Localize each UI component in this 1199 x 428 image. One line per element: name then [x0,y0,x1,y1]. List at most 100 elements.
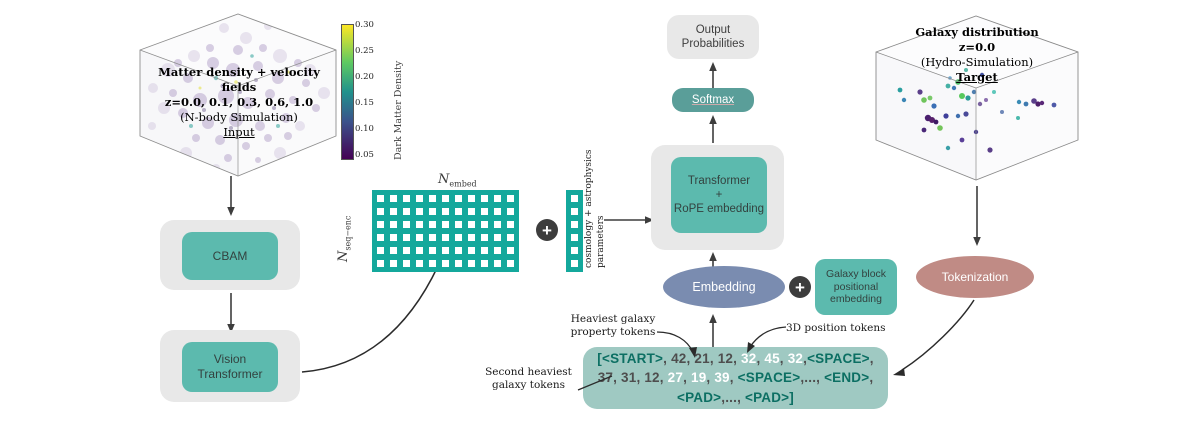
galaxy-block-positional-embedding-box[interactable]: Galaxy block positional embedding [815,259,897,315]
token: 45 [764,350,780,366]
tick-4: 0.10 [355,124,374,134]
galaxy-distribution-panel [862,8,1092,188]
output-line2: Probabilities [681,38,745,50]
grid-cell [401,258,412,269]
grid-cell [440,232,451,243]
grid-cell [401,245,412,256]
token: , [709,350,718,366]
grid-cell [388,232,399,243]
parameter-column-label2: parameters [596,215,649,278]
param-cell [569,193,580,204]
token: 19 [691,370,707,386]
embedding-plus-icon: + [789,276,811,298]
token: [ [597,350,602,366]
tokenization-label: Tokenization [941,270,1009,284]
grid-cell [453,219,464,230]
transformer-line2: + [715,188,723,201]
grid-cell [453,193,464,204]
softmax-box[interactable]: Softmax [672,88,754,112]
tokenization-ellipse[interactable]: Tokenization [916,256,1034,298]
grid-cell [401,206,412,217]
galaxy-to-tokenization-arrow [973,186,981,246]
grid-cell [401,232,412,243]
grid-cell [492,219,503,230]
token: ,..., [800,370,821,386]
param-cell [569,245,580,256]
grid-cell [375,219,386,230]
grid-cell [414,245,425,256]
plus-glyph-2: + [795,277,805,297]
tokenization-to-tokens-arrow [893,299,975,376]
token: ] [789,389,794,405]
grid-cell [375,206,386,217]
grid-cell [492,206,503,217]
grid-cell [427,232,438,243]
token: <PAD> [677,389,722,405]
vit-label: Vision Transformer [198,352,263,381]
heaviest-line2: property tokens [570,326,656,339]
grid-cell [427,245,438,256]
grid-cell [466,193,477,204]
second-heaviest-arrow [577,375,613,391]
token: 12 [644,370,660,386]
grid-cell [505,193,516,204]
grid-cell [375,193,386,204]
token: 42 [671,350,687,366]
embedding-ellipse[interactable]: Embedding [663,266,785,308]
token: 21 [694,350,710,366]
matter-density-caption: Matter density + velocity fields z=0.0, … [124,65,354,140]
transformer-line3: RoPE embedding [673,203,765,215]
embedding-grid[interactable] [372,190,519,272]
n-embed-label: Nembed [438,172,477,189]
grid-cell [440,206,451,217]
grid-cell [414,219,425,230]
token: <START> [601,350,664,366]
token: , [729,370,738,386]
parameter-column[interactable] [566,190,583,272]
grid-cell [466,258,477,269]
matter-density-panel [128,8,348,183]
plus-glyph: + [542,220,552,240]
vision-transformer-box[interactable]: Vision Transformer [182,342,278,392]
grid-plus-icon: + [536,219,558,241]
position-tokens-label: 3D position tokens [786,322,886,334]
token: , [869,350,874,366]
token: , [756,350,765,366]
grid-cell [388,193,399,204]
tokens-to-embedding-arrow [709,314,717,350]
tick-0: 0.30 [355,20,374,30]
cbam-box[interactable]: CBAM [182,232,278,280]
transformer-box[interactable]: Transformer + RoPE embedding [671,157,767,233]
grid-cell [466,206,477,217]
grid-cell [414,232,425,243]
grid-cell [479,245,490,256]
grid-cell [440,258,451,269]
cube-to-cbam-arrow [227,176,235,216]
position-tokens-arrow [747,326,787,353]
token-sequence-box[interactable]: [<START>, 42, 21, 12, 32, 45, 32,<SPACE>… [583,347,888,409]
token: 27 [667,370,684,386]
token: , [613,370,622,386]
galaxy-cube-svg [875,15,1079,181]
token: <SPACE> [807,350,870,366]
vit-label-line1: Vision [213,352,247,367]
token: 39 [714,370,730,386]
param-cell [569,258,580,269]
cbam-label: CBAM [212,248,248,263]
token-row: [<START>, 42, 21, 12, 32, 45, 32,<SPACE>… [597,349,873,369]
heaviest-annotation-arrow [656,331,697,358]
token: , [706,370,715,386]
colorbar: 0.30 0.25 0.20 0.15 0.10 0.05 Dark Matte… [341,20,404,166]
transformer-line1: Transformer [687,174,751,187]
grid-cell [388,258,399,269]
transformer-label: Transformer + RoPE embedding [674,174,764,216]
token: , [803,350,808,366]
grid-cell [453,206,464,217]
heaviest-line1: Heaviest galaxy [570,313,656,325]
caption-subtitle: (N-body Simulation) [180,109,298,124]
param-cell [569,206,580,217]
grid-cell [492,193,503,204]
grid-cell [440,219,451,230]
param-cell [569,219,580,230]
galaxy-block-label: Galaxy block positional embedding [826,268,886,306]
